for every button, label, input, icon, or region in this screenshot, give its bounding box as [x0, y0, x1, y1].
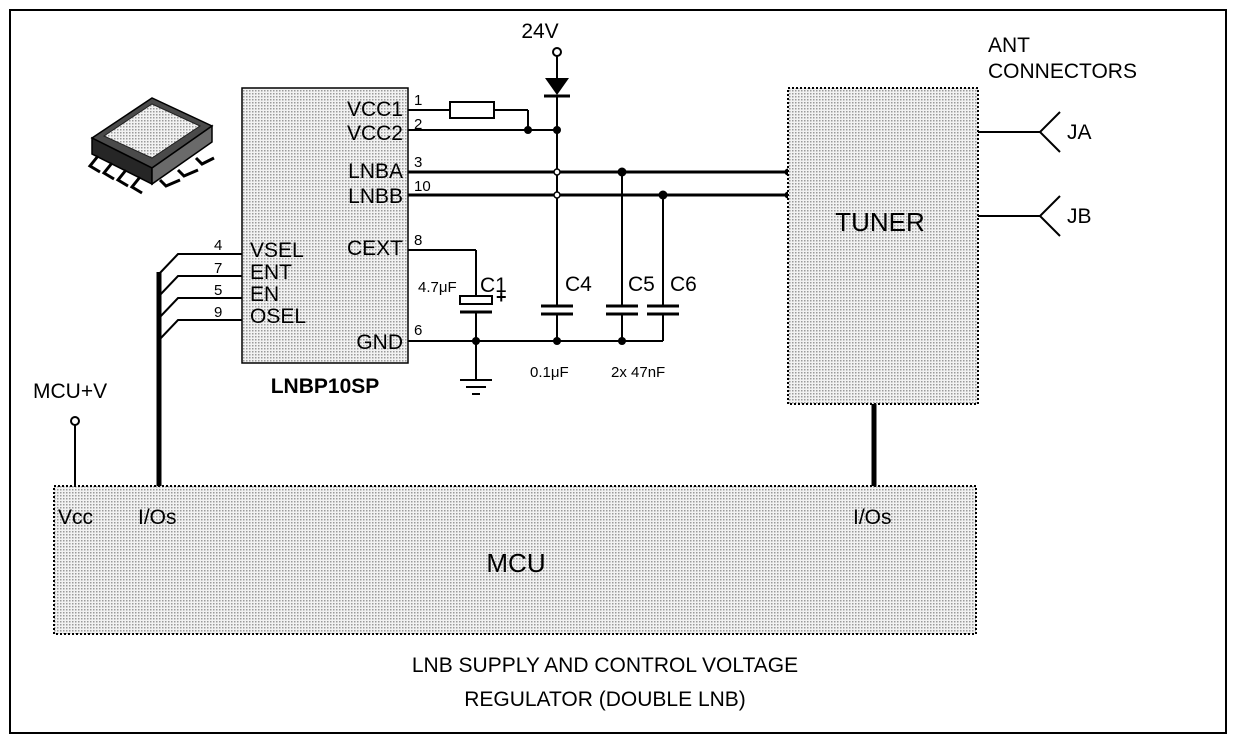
resistor-symbol — [449, 101, 495, 119]
connector-ja-label: JA — [1067, 121, 1092, 144]
tuner-block — [787, 87, 979, 405]
supply-24v-terminal — [552, 47, 562, 57]
ic-pin-vsel: VSEL — [250, 239, 304, 262]
tuner-label: TUNER — [835, 207, 925, 237]
ic-pin-en: EN — [250, 283, 279, 306]
ant-header-line1: ANT — [988, 34, 1030, 57]
c5-c6-value: 2x 47nF — [611, 364, 665, 381]
ic-body — [241, 87, 409, 364]
pin-number-3: 3 — [414, 154, 422, 171]
ic-part-name: LNBP10SP — [271, 375, 380, 398]
ic-package-illustration — [87, 97, 215, 195]
c5-name: C5 — [628, 273, 655, 296]
pin-number-8: 8 — [414, 232, 422, 249]
ic-pin-lnba: LNBA — [348, 160, 403, 183]
c1-value: 4.7μF — [418, 279, 457, 296]
ic-pin-vcc1: VCC1 — [347, 98, 403, 121]
pin-number-9: 9 — [214, 304, 222, 321]
pin-number-5: 5 — [214, 282, 222, 299]
ic-pin-gnd: GND — [356, 331, 403, 354]
caption-line1: LNB SUPPLY AND CONTROL VOLTAGE — [412, 654, 798, 677]
ic-pin-lnbb: LNBB — [348, 185, 403, 208]
capacitor-c5 — [606, 304, 638, 341]
caption-line2: REGULATOR (DOUBLE LNB) — [464, 688, 746, 711]
mcu-ios-right-label: I/Os — [853, 506, 892, 529]
connector-jb-label: JB — [1067, 205, 1092, 228]
mcu-vcc-label: Vcc — [58, 506, 93, 529]
ic-pin-ent: ENT — [250, 261, 292, 284]
c4-name: C4 — [565, 273, 592, 296]
diode-symbol — [544, 78, 570, 98]
ant-header-line2: CONNECTORS — [988, 60, 1137, 83]
capacitor-c6 — [647, 304, 679, 341]
ground-symbol — [460, 379, 492, 395]
ic-pin-cext: CEXT — [347, 237, 403, 260]
control-bus — [156, 253, 242, 486]
pin-number-10: 10 — [414, 178, 431, 195]
mcu-ios-left-label: I/Os — [138, 506, 177, 529]
antenna-connector-jb — [978, 195, 1061, 237]
figure-frame — [9, 9, 1227, 734]
mcu-block — [53, 485, 977, 635]
mcu-supply-label: MCU+V — [33, 380, 107, 403]
ic-pin-osel: OSEL — [250, 305, 306, 328]
capacitor-c1: + — [459, 287, 507, 341]
c1-polarity-plus: + — [496, 287, 507, 307]
mcu-supply-terminal — [70, 416, 80, 426]
pin-number-1: 1 — [414, 92, 422, 109]
c4-value: 0.1μF — [530, 364, 569, 381]
ic-pin-vcc2: VCC2 — [347, 122, 403, 145]
capacitor-c4 — [541, 304, 573, 341]
c1-name: C1 — [480, 274, 507, 297]
pin-number-7: 7 — [214, 260, 222, 277]
supply-24v-label: 24V — [521, 20, 558, 43]
antenna-connector-ja — [978, 111, 1061, 153]
mcu-label: MCU — [486, 548, 545, 578]
c6-name: C6 — [670, 273, 697, 296]
pin-number-2: 2 — [414, 116, 422, 133]
pin-number-4: 4 — [214, 237, 222, 254]
pin-number-6: 6 — [414, 322, 422, 339]
